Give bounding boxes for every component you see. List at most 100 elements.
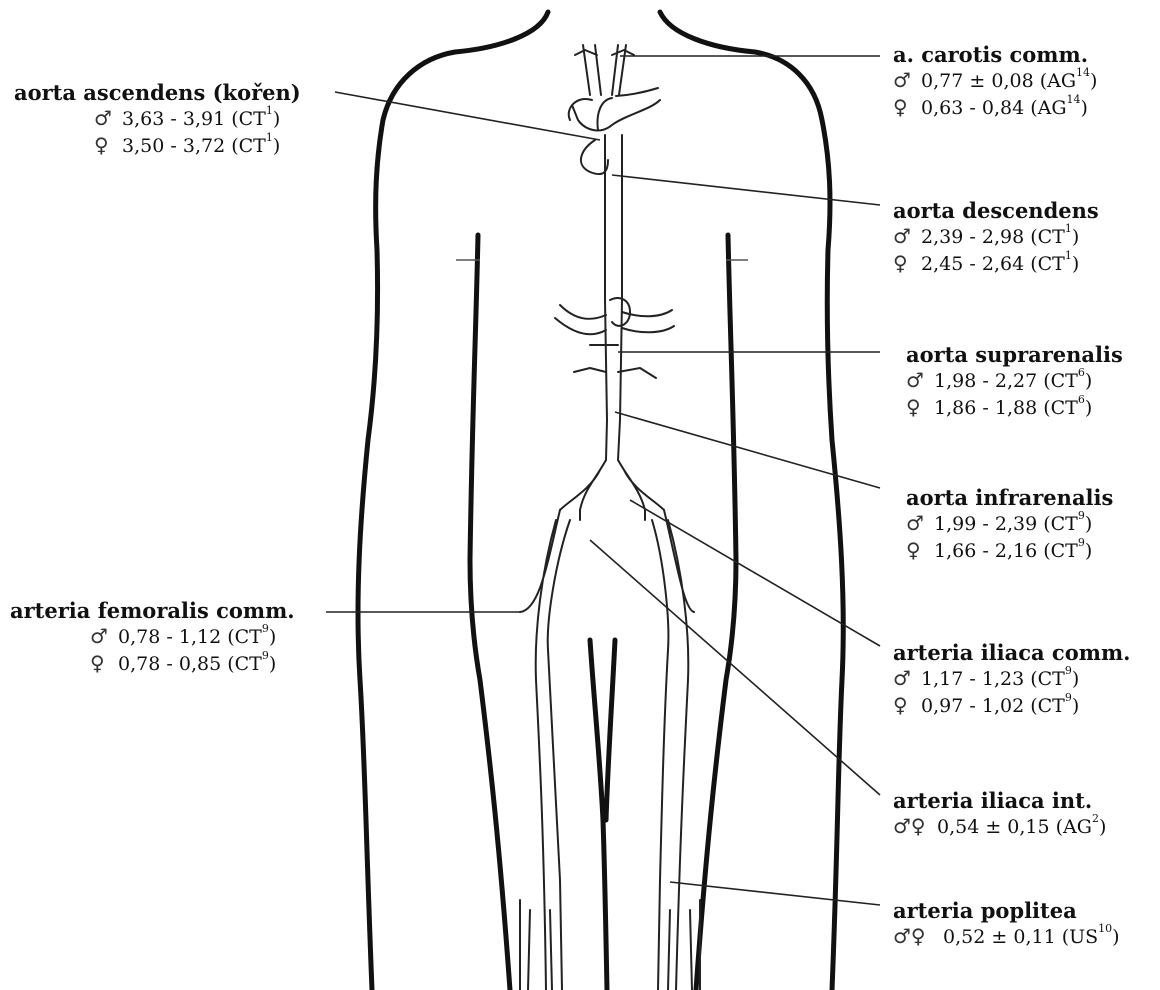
female-symbol-icon: ♀ [906, 537, 928, 563]
female-symbol-icon: ♀ [906, 394, 928, 420]
value-close: ) [1072, 693, 1079, 719]
value-text: 1,99 - 2,39 (CT [934, 511, 1078, 537]
male-symbol-icon: ♂ [893, 67, 915, 93]
ref-sup: 6 [1078, 366, 1085, 379]
combined-value-row: ♂♀ 0,52 ± 0,11 (US10) [893, 923, 1120, 950]
value-text: 3,50 - 3,72 (CT [122, 133, 266, 159]
value-text: 2,39 - 2,98 (CT [921, 224, 1065, 250]
value-close: ) [273, 106, 280, 132]
ref-sup: 14 [1076, 66, 1090, 79]
male-value-row: ♂ 1,98 - 2,27 (CT6) [906, 367, 1123, 394]
label-name: arteria iliaca int. [893, 788, 1106, 813]
aortic-arch [569, 88, 660, 174]
ref-sup: 1 [266, 104, 273, 117]
body-outline-left [358, 12, 548, 990]
value-text: 1,66 - 2,16 (CT [934, 538, 1078, 564]
value-text: 0,77 ± 0,08 (AG [921, 68, 1076, 94]
male-female-symbol-icon: ♂♀ [893, 813, 937, 839]
value-close: ) [1085, 511, 1092, 537]
leg-gap-outline [590, 640, 615, 990]
value-close: ) [269, 651, 276, 677]
value-close: ) [1112, 924, 1119, 950]
female-symbol-icon: ♀ [893, 692, 915, 718]
value-text: 2,45 - 2,64 (CT [921, 251, 1065, 277]
female-value-row: ♀ 0,97 - 1,02 (CT9) [893, 692, 1130, 719]
value-close: ) [1099, 814, 1106, 840]
femoral-artery-right [652, 510, 694, 990]
value-text: 1,17 - 1,23 (CT [921, 666, 1065, 692]
female-symbol-icon: ♀ [90, 650, 112, 676]
male-symbol-icon: ♂ [90, 623, 112, 649]
label-aorta-infrarenalis: aorta infrarenalis ♂ 1,99 - 2,39 (CT9) ♀… [906, 485, 1113, 564]
female-value-row: ♀ 2,45 - 2,64 (CT1) [893, 250, 1099, 277]
label-aorta-ascendens: aorta ascendens (kořen) ♂ 3,63 - 3,91 (C… [14, 80, 301, 159]
female-value-row: ♀ 0,78 - 0,85 (CT9) [10, 650, 295, 677]
ref-sup: 9 [262, 649, 269, 662]
ref-sup: 1 [1065, 249, 1072, 262]
value-close: ) [1072, 251, 1079, 277]
ref-sup: 9 [1065, 664, 1072, 677]
male-value-row: ♂ 0,78 - 1,12 (CT9) [10, 623, 295, 650]
value-close: ) [1081, 95, 1088, 121]
ref-sup: 9 [1065, 691, 1072, 704]
value-text: 0,52 ± 0,11 (US [943, 924, 1098, 950]
female-symbol-icon: ♀ [94, 132, 116, 158]
body-outline-right [660, 12, 843, 990]
male-value-row: ♂ 2,39 - 2,98 (CT1) [893, 223, 1099, 250]
ref-sup: 9 [1078, 509, 1085, 522]
label-aorta-suprarenalis: aorta suprarenalis ♂ 1,98 - 2,27 (CT6) ♀… [906, 342, 1123, 421]
ref-sup: 2 [1092, 812, 1099, 825]
leader-aorta-ascendens [335, 92, 600, 140]
renal-branches [555, 298, 674, 378]
female-value-row: ♀ 0,63 - 0,84 (AG14) [893, 94, 1097, 121]
label-aorta-descendens: aorta descendens ♂ 2,39 - 2,98 (CT1) ♀ 2… [893, 198, 1099, 277]
femoral-artery-left [520, 510, 570, 990]
ref-sup: 6 [1078, 393, 1085, 406]
value-text: 0,78 - 0,85 (CT [118, 651, 262, 677]
label-name: aorta suprarenalis [906, 342, 1123, 367]
label-name: aorta descendens [893, 198, 1099, 223]
value-text: 0,78 - 1,12 (CT [118, 624, 262, 650]
label-name: arteria poplitea [893, 898, 1120, 923]
label-name: aorta infrarenalis [906, 485, 1113, 510]
ref-sup: 1 [1065, 222, 1072, 235]
value-text: 0,97 - 1,02 (CT [921, 693, 1065, 719]
aorta-trunk-left [605, 135, 607, 460]
label-arteria-iliaca-comm: arteria iliaca comm. ♂ 1,17 - 1,23 (CT9)… [893, 640, 1130, 719]
value-close: ) [1072, 224, 1079, 250]
male-value-row: ♂ 1,99 - 2,39 (CT9) [906, 510, 1113, 537]
label-name: arteria iliaca comm. [893, 640, 1130, 665]
value-close: ) [1085, 395, 1092, 421]
value-text: 1,98 - 2,27 (CT [934, 368, 1078, 394]
label-a-carotis-comm: a. carotis comm. ♂ 0,77 ± 0,08 (AG14) ♀ … [893, 42, 1097, 121]
popliteal-lower-left [520, 900, 552, 990]
value-close: ) [269, 624, 276, 650]
female-value-row: ♀ 3,50 - 3,72 (CT1) [14, 132, 301, 159]
value-text: 1,86 - 1,88 (CT [934, 395, 1078, 421]
value-close: ) [1072, 666, 1079, 692]
value-close: ) [1085, 538, 1092, 564]
male-symbol-icon: ♂ [906, 367, 928, 393]
value-text: 0,63 - 0,84 (AG [921, 95, 1066, 121]
ref-sup: 14 [1067, 93, 1081, 106]
male-value-row: ♂ 1,17 - 1,23 (CT9) [893, 665, 1130, 692]
leader-aorta-infrarenalis [615, 412, 880, 488]
label-arteria-poplitea: arteria poplitea ♂♀ 0,52 ± 0,11 (US10) [893, 898, 1120, 950]
female-symbol-icon: ♀ [893, 250, 915, 276]
carotid-arteries [575, 45, 634, 95]
ref-sup: 9 [1078, 536, 1085, 549]
arm-outline-right [696, 235, 736, 990]
ref-sup: 1 [266, 131, 273, 144]
male-symbol-icon: ♂ [893, 665, 915, 691]
label-name: a. carotis comm. [893, 42, 1097, 67]
value-close: ) [273, 133, 280, 159]
label-name: arteria femoralis comm. [10, 598, 295, 623]
male-value-row: ♂ 0,77 ± 0,08 (AG14) [893, 67, 1097, 94]
label-arteria-femoralis-comm: arteria femoralis comm. ♂ 0,78 - 1,12 (C… [10, 598, 295, 677]
value-text: 3,63 - 3,91 (CT [122, 106, 266, 132]
leader-aorta-descendens [612, 175, 880, 205]
female-value-row: ♀ 1,86 - 1,88 (CT6) [906, 394, 1123, 421]
value-text: 0,54 ± 0,15 (AG [937, 814, 1092, 840]
label-name: aorta ascendens (kořen) [14, 80, 301, 105]
